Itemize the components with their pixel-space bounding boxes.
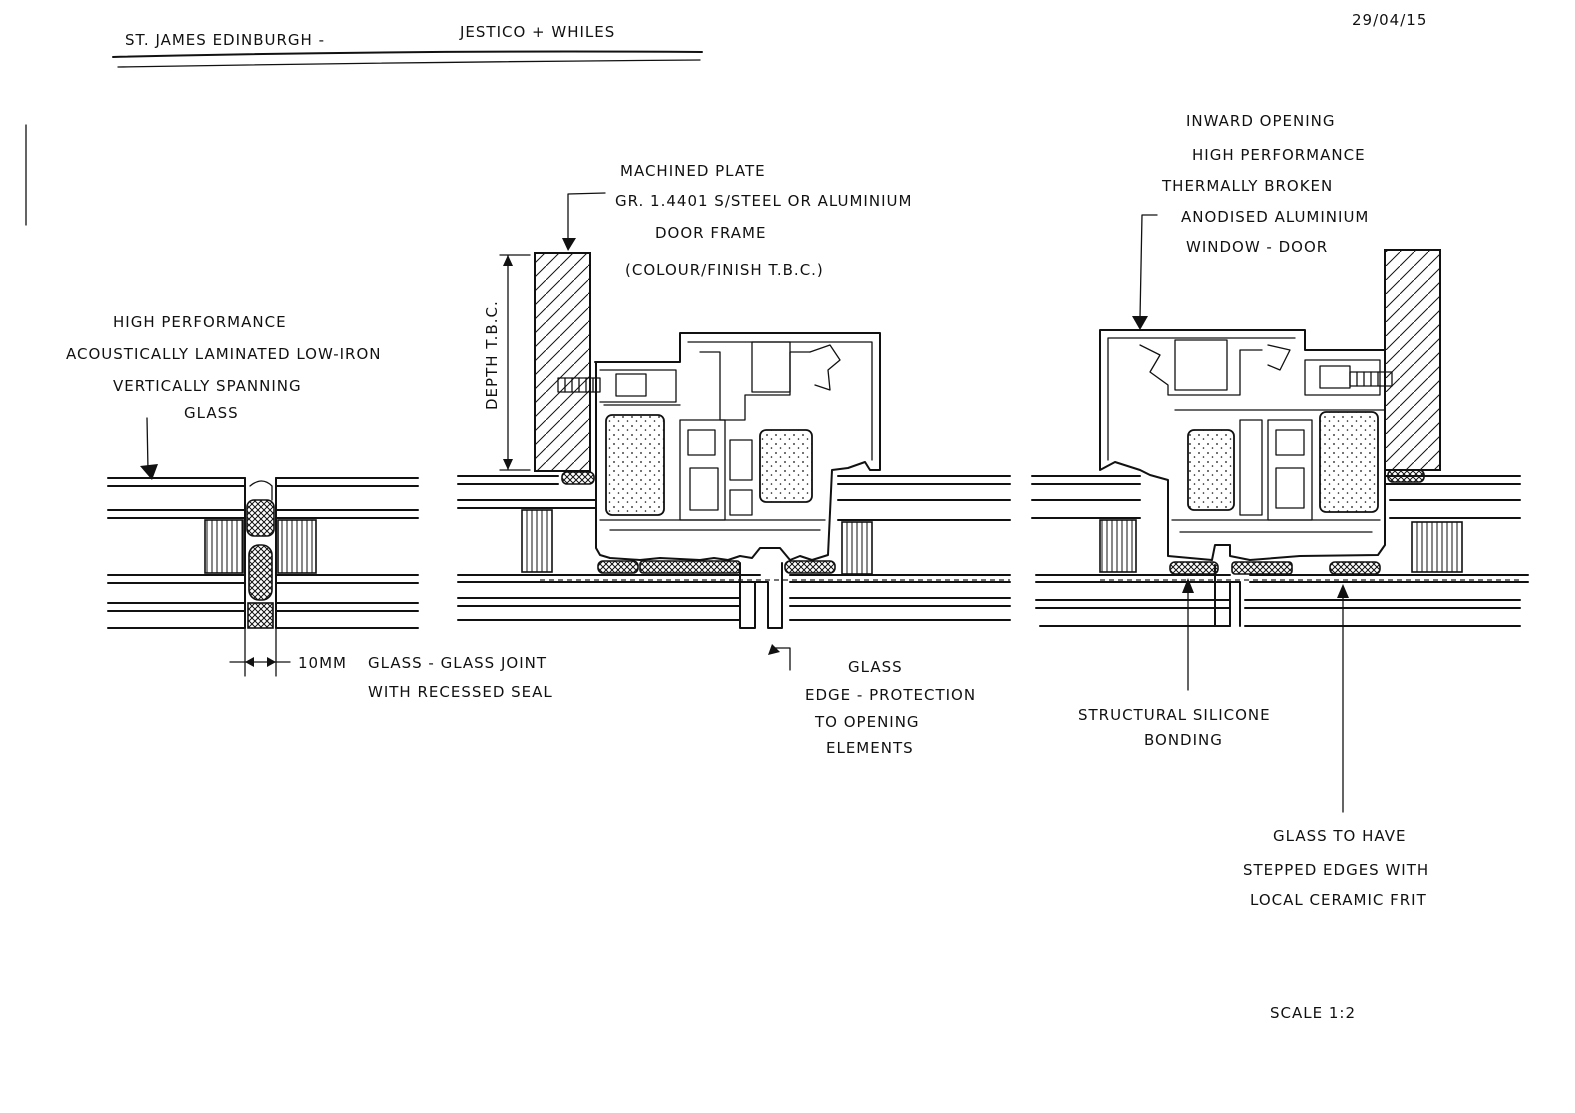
note-structural-silicone: STRUCTURAL SILICONE BONDING [1078, 706, 1271, 749]
title-underline-2 [117, 59, 701, 68]
detail-glass-joint [107, 417, 419, 677]
thermal-insulation-left [605, 414, 665, 516]
svg-text:VERTICALLY SPANNING: VERTICALLY SPANNING [113, 377, 302, 395]
machined-plate [534, 252, 591, 472]
svg-text:EDGE - PROTECTION: EDGE - PROTECTION [805, 686, 976, 704]
recessed-seal-upper [246, 499, 275, 537]
window-frame-profile [1099, 329, 1386, 561]
scale-label: SCALE 1:2 [1270, 1004, 1356, 1022]
note-joint: 10MM GLASS - GLASS JOINT WITH RECESSED S… [298, 654, 553, 701]
svg-text:GLASS: GLASS [848, 658, 903, 676]
svg-text:HIGH PERFORMANCE: HIGH PERFORMANCE [113, 313, 287, 331]
svg-text:ACOUSTICALLY LAMINATED LOW-IRO: ACOUSTICALLY LAMINATED LOW-IRON [66, 345, 382, 363]
depth-label: DEPTH T.B.C. [483, 300, 501, 410]
note-stepped-edges: GLASS TO HAVE STEPPED EDGES WITH LOCAL C… [1243, 827, 1429, 909]
date-label: 29/04/15 [1352, 11, 1427, 29]
svg-text:GR. 1.4401 S/STEEL OR ALUMINIU: GR. 1.4401 S/STEEL OR ALUMINIUM [615, 192, 912, 210]
svg-text:GLASS TO HAVE: GLASS TO HAVE [1273, 827, 1406, 845]
svg-text:INWARD OPENING: INWARD OPENING [1186, 112, 1335, 130]
architect-name: JESTICO + WHILES [459, 23, 615, 41]
title-underline [112, 50, 703, 58]
note-window-door: INWARD OPENING HIGH PERFORMANCE THERMALL… [1161, 112, 1369, 256]
svg-text:ANODISED ALUMINIUM: ANODISED ALUMINIUM [1181, 208, 1369, 226]
svg-text:STEPPED EDGES WITH: STEPPED EDGES WITH [1243, 861, 1429, 879]
machined-plate-right [1384, 249, 1441, 471]
svg-text:BONDING: BONDING [1144, 731, 1223, 749]
svg-text:MACHINED PLATE: MACHINED PLATE [620, 162, 766, 180]
svg-text:THERMALLY BROKEN: THERMALLY BROKEN [1161, 177, 1333, 195]
project-title: ST. JAMES EDINBURGH - [125, 31, 325, 49]
svg-text:WINDOW - DOOR: WINDOW - DOOR [1186, 238, 1328, 256]
note-machined-plate: MACHINED PLATE GR. 1.4401 S/STEEL OR ALU… [615, 162, 912, 279]
detail-window-door [1031, 214, 1529, 813]
svg-text:GLASS: GLASS [184, 404, 239, 422]
spacer-left [204, 519, 244, 574]
thermal-insulation-right [759, 429, 813, 503]
note-edge-protection: GLASS EDGE - PROTECTION TO OPENING ELEME… [805, 658, 976, 757]
recessed-seal-lower [248, 544, 273, 601]
thermal-insulation-window-left [1187, 429, 1235, 511]
door-frame-profile [594, 332, 881, 561]
spacer-right [277, 519, 317, 574]
svg-text:(COLOUR/FINISH T.B.C.): (COLOUR/FINISH T.B.C.) [625, 261, 824, 279]
joint-dimension: 10MM [298, 654, 347, 672]
edge-protection-angle [739, 562, 783, 629]
svg-text:ELEMENTS: ELEMENTS [826, 739, 914, 757]
title-block: ST. JAMES EDINBURGH - JESTICO + WHILES 2… [112, 11, 1427, 68]
svg-text:DOOR FRAME: DOOR FRAME [655, 224, 766, 242]
svg-text:STRUCTURAL SILICONE: STRUCTURAL SILICONE [1078, 706, 1271, 724]
detail-door-frame: DEPTH T.B.C. [457, 192, 1011, 671]
thermal-insulation-window-right [1319, 411, 1379, 513]
svg-text:WITH RECESSED SEAL: WITH RECESSED SEAL [368, 683, 553, 701]
svg-text:LOCAL CERAMIC FRIT: LOCAL CERAMIC FRIT [1250, 891, 1427, 909]
svg-text:GLASS - GLASS JOINT: GLASS - GLASS JOINT [368, 654, 547, 672]
svg-text:TO OPENING: TO OPENING [814, 713, 920, 731]
note-glass: HIGH PERFORMANCE ACOUSTICALLY LAMINATED … [66, 313, 382, 422]
svg-text:HIGH PERFORMANCE: HIGH PERFORMANCE [1192, 146, 1366, 164]
